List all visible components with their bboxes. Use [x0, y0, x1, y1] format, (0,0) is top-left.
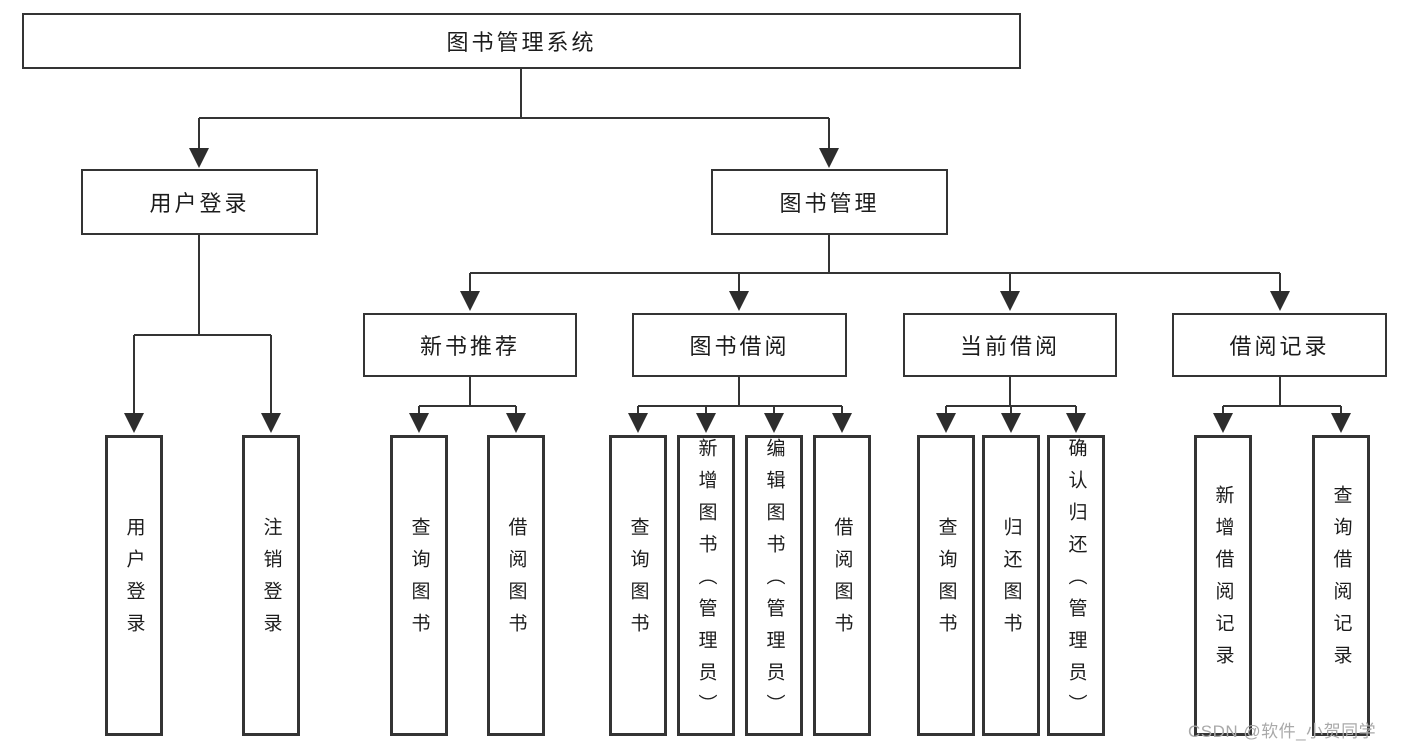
node-book-management: 图书管理 [711, 169, 948, 235]
leaf-query-borrow-record: 查询借阅记录 [1312, 435, 1370, 736]
leaf-add-books-admin: 新增图书（管理员） [677, 435, 735, 736]
leaf-user-login: 用户登录 [105, 435, 163, 736]
leaf-confirm-return-admin: 确认归还（管理员） [1047, 435, 1105, 736]
leaf-query-books-current: 查询图书 [917, 435, 975, 736]
bus-new-book-children [419, 377, 516, 407]
leaf-add-borrow-record: 新增借阅记录 [1194, 435, 1252, 736]
node-user-login: 用户登录 [81, 169, 318, 235]
leaf-logout-login: 注销登录 [242, 435, 300, 736]
leaf-borrow-books-borrowing: 借阅图书 [813, 435, 871, 736]
node-borrowing-records: 借阅记录 [1172, 313, 1387, 377]
node-library-management-system: 图书管理系统 [22, 13, 1021, 69]
bus-root-to-level2 [199, 69, 829, 119]
leaf-borrow-books-recommend: 借阅图书 [487, 435, 545, 736]
leaf-edit-books-admin: 编辑图书（管理员） [745, 435, 803, 736]
node-new-book-recommendation: 新书推荐 [363, 313, 577, 377]
bus-borrowing-records-children [1223, 377, 1341, 407]
bus-user-login-children [134, 235, 271, 336]
leaf-return-books: 归还图书 [982, 435, 1040, 736]
node-current-borrowing: 当前借阅 [903, 313, 1117, 377]
csdn-watermark: CSDN @软件_小贺同学 [1188, 722, 1377, 741]
bus-book-management-to-level3 [470, 235, 1280, 274]
node-book-borrowing: 图书借阅 [632, 313, 847, 377]
leaf-query-books-borrowing: 查询图书 [609, 435, 667, 736]
bus-book-borrowing-children [638, 377, 842, 407]
bus-current-borrowing-children [946, 377, 1076, 407]
leaf-query-books-recommend: 查询图书 [390, 435, 448, 736]
